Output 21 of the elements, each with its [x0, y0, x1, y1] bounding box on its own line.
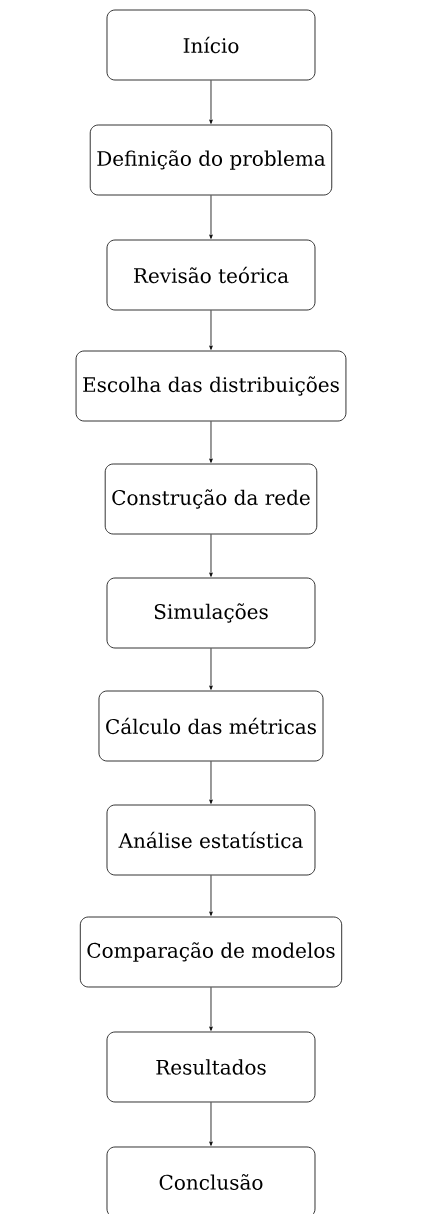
process-box: Resultados	[106, 1031, 316, 1103]
arrow	[209, 648, 213, 690]
arrow	[209, 310, 213, 350]
arrow	[209, 987, 213, 1031]
arrow	[209, 1102, 213, 1146]
process-box: Definição do problema	[89, 124, 333, 196]
arrow	[209, 875, 213, 916]
process-box: Cálculo das métricas	[98, 690, 324, 762]
process-box: Conclusão	[106, 1146, 316, 1214]
arrow	[209, 80, 213, 124]
arrow	[209, 195, 213, 239]
process-box: Comparação de modelos	[79, 916, 343, 988]
process-box: Simulações	[106, 577, 316, 649]
process-box: Construção da rede	[104, 463, 318, 535]
process-box: Revisão teórica	[106, 239, 316, 311]
arrow	[209, 761, 213, 804]
arrow	[209, 421, 213, 463]
process-box: Escolha das distribuições	[75, 350, 347, 422]
process-box: Início	[106, 9, 316, 81]
process-box: Análise estatística	[106, 804, 316, 876]
arrow	[209, 534, 213, 577]
